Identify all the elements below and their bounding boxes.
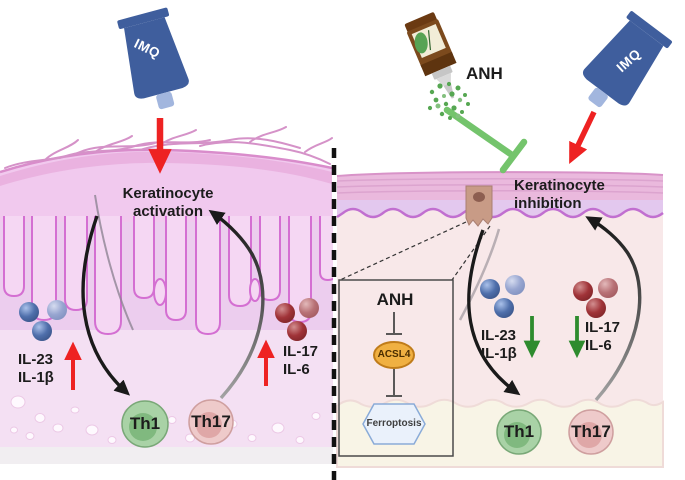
il17-il6-label-right: IL-17 IL-6: [585, 319, 621, 354]
th17-label-right: Th17: [571, 421, 611, 441]
hair-shaft-right: [458, 228, 501, 321]
il23-il1b-label-right: IL-23 IL-1β: [481, 327, 517, 362]
subcutis-strip-left: [0, 447, 333, 464]
il23-il1b-label-left: IL-23 IL-1β: [18, 351, 54, 386]
il23-il1b-cytokines-right: [480, 275, 525, 318]
hyperkeratotic-scales: [4, 126, 333, 169]
th1-cell-right: [496, 409, 542, 455]
headline-line: activation: [132, 203, 204, 220]
arrow-th17-to-keratinocyte-left: [208, 209, 265, 400]
ferroptosis-label: Ferroptosis: [366, 418, 422, 429]
anh-inhibition-tbar-icon: [443, 106, 528, 174]
arrow-epidermis-to-th1-right: [467, 229, 521, 396]
arrow-th17-to-keratinocyte-right: [585, 216, 642, 402]
acsl4-node: [373, 341, 415, 369]
skin-sample-callout: [339, 185, 493, 281]
stratum-corneum-left: [0, 151, 332, 186]
imq-tube-icon-left: [117, 7, 189, 110]
ferroptosis-node: [362, 403, 426, 445]
keratinocyte-inhibition-headline: Keratinocyte inhibition: [514, 177, 624, 213]
mechanism-inset-box: [338, 279, 454, 457]
arrow-epidermis-to-th1-left: [81, 215, 131, 396]
il17-il6-cytokines-left: [275, 298, 319, 341]
skin-cross-section-left: [0, 126, 333, 464]
il23-il1b-cytokines-left: [19, 300, 67, 341]
th17-label-left: Th17: [191, 411, 231, 431]
th1-label-left: Th1: [129, 413, 161, 433]
epidermis-right: [337, 197, 663, 217]
imq-tube-icon-right: [582, 11, 672, 108]
anh-dropper-label: ANH: [466, 64, 503, 83]
spray-droplets-icon: [427, 81, 470, 120]
th1-label-right: Th1: [503, 421, 535, 441]
inset-anh-title: ANH: [376, 289, 414, 309]
imq-application-arrow-right: [569, 110, 597, 164]
acsl4-label: ACSL4: [377, 349, 411, 360]
th1-cell-left: [121, 400, 169, 448]
keratinocyte-activation-headline: Keratinocyte activation: [116, 185, 220, 221]
hair-shaft-left: [94, 194, 134, 331]
th17-cell-right: [568, 409, 614, 455]
il17-il6-label-left: IL-17 IL-6: [283, 343, 319, 378]
th17-cell-left: [188, 399, 234, 445]
headline-line: Keratinocyte: [122, 185, 214, 202]
anh-dropper-bottle-icon: [404, 12, 457, 99]
skin-sample-icon: [465, 185, 493, 227]
il17-il6-cytokines-right: [573, 278, 618, 318]
leaf-icon: [414, 32, 428, 54]
headline-line: inhibition: [514, 195, 582, 212]
headline-line: Keratinocyte: [514, 177, 605, 194]
rete-ridges: [3, 216, 333, 336]
